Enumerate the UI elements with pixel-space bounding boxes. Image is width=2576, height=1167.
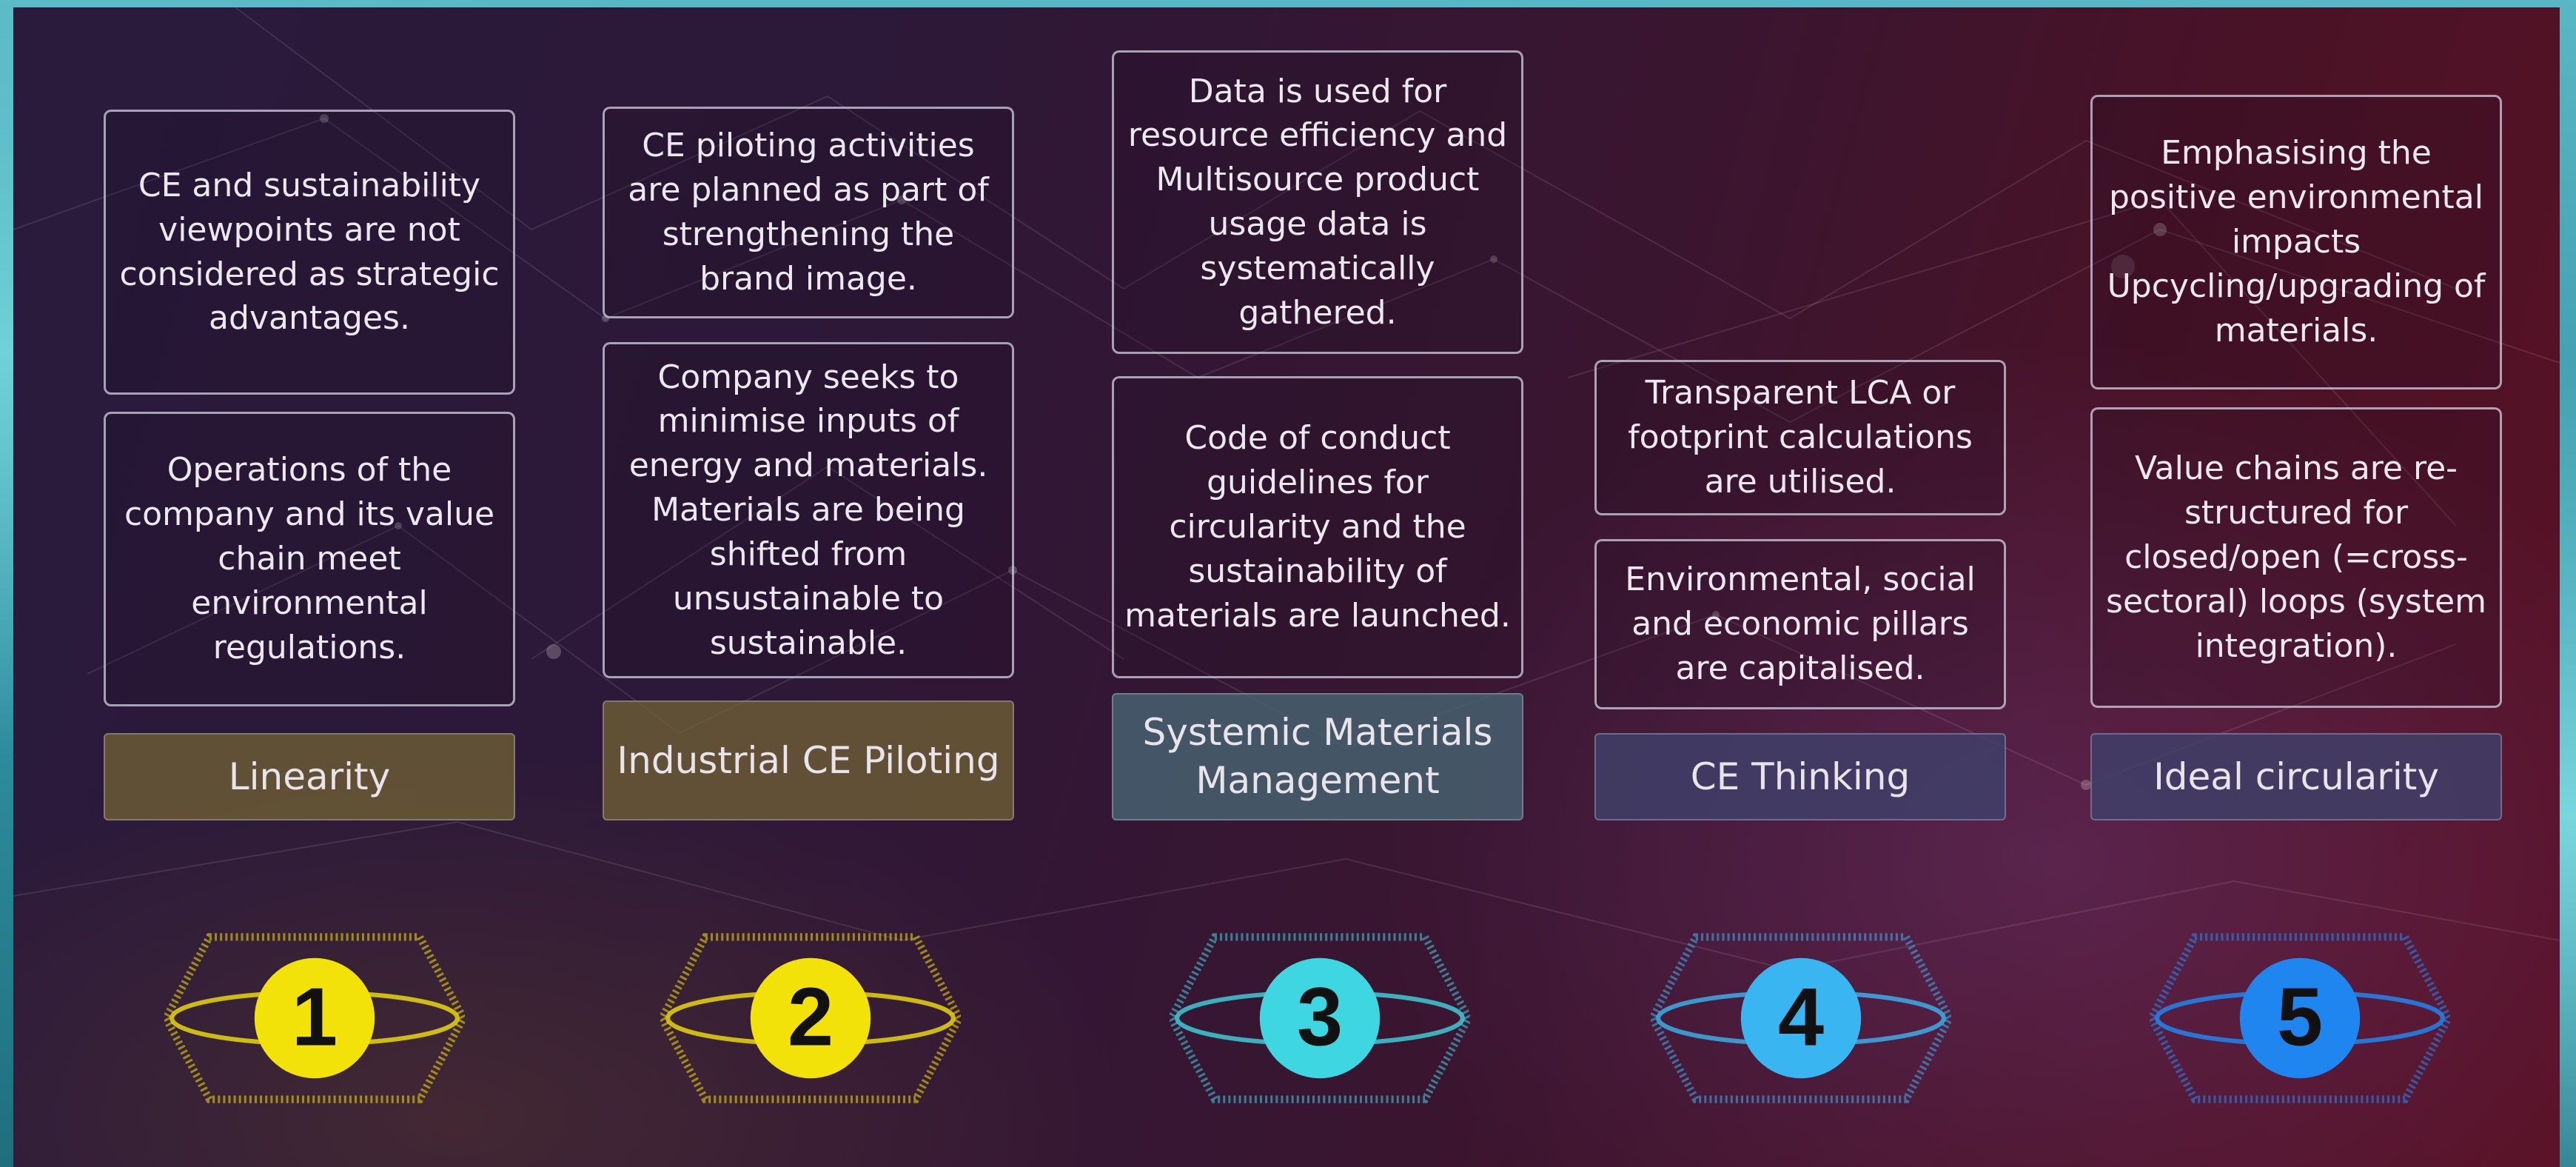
hex-ring-icon: 1 [164, 933, 465, 1103]
stage-3-box-2-text: Code of conduct guidelines for circulari… [1124, 419, 1511, 635]
stage-1-badge: 1 [164, 926, 465, 1111]
slide: CE and sustainability viewpoints are not… [13, 7, 2560, 1167]
stage-2-box-2: Company seeks to minimise inputs of ener… [603, 342, 1014, 678]
stage-2-label: Industrial CE Piloting [603, 700, 1014, 820]
stage-4-box-1: Transparent LCA or footprint calculation… [1594, 360, 2006, 515]
stage-2-label-text: Industrial CE Piloting [617, 738, 1000, 782]
hex-ring-icon: 3 [1170, 933, 1470, 1103]
stage-3-badge: 3 [1170, 926, 1470, 1111]
stage-1-label-text: Linearity [228, 755, 391, 798]
stage-5-box-2-text: Value chains are re-structured for close… [2106, 449, 2486, 665]
stage-2-number: 2 [788, 971, 833, 1063]
stage-1-box-1-text: CE and sustainability viewpoints are not… [119, 166, 500, 338]
stage-3-number: 3 [1297, 971, 1343, 1063]
stage-1-box-2: Operations of the company and its value … [104, 412, 515, 706]
stage-1-number: 1 [292, 971, 338, 1063]
network-background [13, 7, 2560, 972]
stage-3-label-text: Systemic Materials Management [1142, 711, 1493, 802]
stage-2-box-1-text: CE piloting activities are planned as pa… [628, 127, 989, 298]
stage-4-badge: 4 [1651, 926, 1951, 1111]
stage-5-box-1-text: Emphasising the positive environmental i… [2107, 134, 2486, 350]
stage-5-label-text: Ideal circularity [2153, 755, 2439, 798]
hex-ring-icon: 5 [2150, 933, 2450, 1103]
stage-3-label: Systemic Materials Management [1112, 693, 1523, 820]
stage-4-box-1-text: Transparent LCA or footprint calculation… [1628, 374, 1973, 501]
stage-1-box-1: CE and sustainability viewpoints are not… [104, 110, 515, 395]
stage-3-box-1: Data is used for resource efficiency and… [1112, 50, 1523, 354]
stage-2-badge: 2 [660, 926, 961, 1111]
stage-4-box-2: Environmental, social and economic pilla… [1594, 539, 2006, 709]
stage-4-box-2-text: Environmental, social and economic pilla… [1625, 561, 1976, 687]
stage-5-box-2: Value chains are re-structured for close… [2090, 407, 2502, 708]
stage-5-box-1: Emphasising the positive environmental i… [2090, 95, 2502, 389]
stage-2-box-2-text: Company seeks to minimise inputs of ener… [628, 358, 988, 662]
stage-1-box-2-text: Operations of the company and its value … [124, 451, 495, 666]
stage-3-box-1-text: Data is used for resource efficiency and… [1127, 72, 1508, 332]
stage-5-badge: 5 [2150, 926, 2450, 1111]
stage-1-label: Linearity [104, 733, 515, 820]
stage-2-box-1: CE piloting activities are planned as pa… [603, 107, 1014, 318]
stage-4-label: CE Thinking [1594, 733, 2006, 820]
hex-ring-icon: 2 [660, 933, 961, 1103]
hex-ring-icon: 4 [1651, 933, 1951, 1103]
stage-3-box-2: Code of conduct guidelines for circulari… [1112, 376, 1523, 678]
stage-5-number: 5 [2277, 971, 2323, 1063]
stage-5-label: Ideal circularity [2090, 733, 2502, 820]
stage-4-label-text: CE Thinking [1690, 755, 1911, 798]
stage-4-number: 4 [1778, 971, 1824, 1063]
